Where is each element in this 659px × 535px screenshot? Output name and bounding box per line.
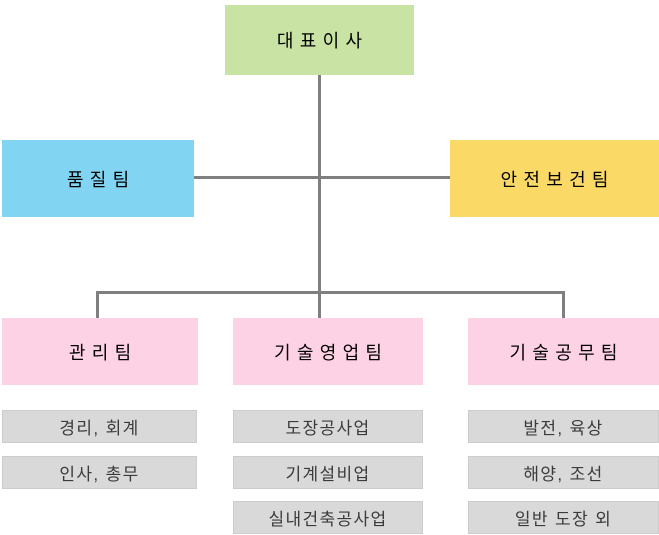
sub-item-box: 도장공사업 [233, 410, 423, 443]
sub-item-box: 해양, 조선 [468, 456, 659, 489]
quality-team-label: 품질팀 [66, 169, 136, 190]
connector-stem-vertical [318, 75, 321, 318]
sub-item-label: 도장공사업 [285, 419, 371, 438]
sub-item-label: 경리, 회계 [59, 419, 140, 438]
ceo-box: 대표이사 [225, 5, 414, 75]
sub-item-box: 인사, 총무 [2, 456, 197, 489]
connector-drop-left [96, 291, 99, 318]
quality-team-box: 품질팀 [2, 140, 194, 217]
sub-item-box: 경리, 회계 [2, 410, 197, 443]
sub-item-label: 발전, 육상 [523, 419, 604, 438]
sub-item-box: 기계설비업 [233, 456, 423, 489]
connector-branch-horizontal [96, 291, 565, 294]
management-team-box: 관리팀 [2, 318, 198, 385]
safety-health-team-box: 안전보건팀 [450, 140, 659, 217]
tech-engineering-team-label: 기술공무팀 [509, 342, 624, 363]
sub-item-label: 실내건축공사업 [268, 510, 388, 529]
sub-item-box: 발전, 육상 [468, 410, 659, 443]
ceo-label: 대표이사 [276, 31, 369, 51]
sub-item-label: 기계설비업 [285, 465, 371, 484]
safety-health-team-label: 안전보건팀 [500, 169, 615, 190]
tech-engineering-team-box: 기술공무팀 [468, 318, 659, 385]
management-team-label: 관리팀 [68, 342, 138, 363]
tech-sales-team-box: 기술영업팀 [233, 318, 423, 385]
tech-sales-team-label: 기술영업팀 [273, 342, 389, 363]
connector-staff-horizontal [194, 176, 450, 179]
sub-item-label: 해양, 조선 [523, 465, 604, 484]
connector-drop-right [562, 291, 565, 318]
sub-item-box: 실내건축공사업 [233, 501, 423, 534]
sub-item-label: 일반 도장 외 [514, 510, 613, 529]
sub-item-label: 인사, 총무 [59, 465, 140, 484]
sub-item-box: 일반 도장 외 [468, 501, 659, 534]
